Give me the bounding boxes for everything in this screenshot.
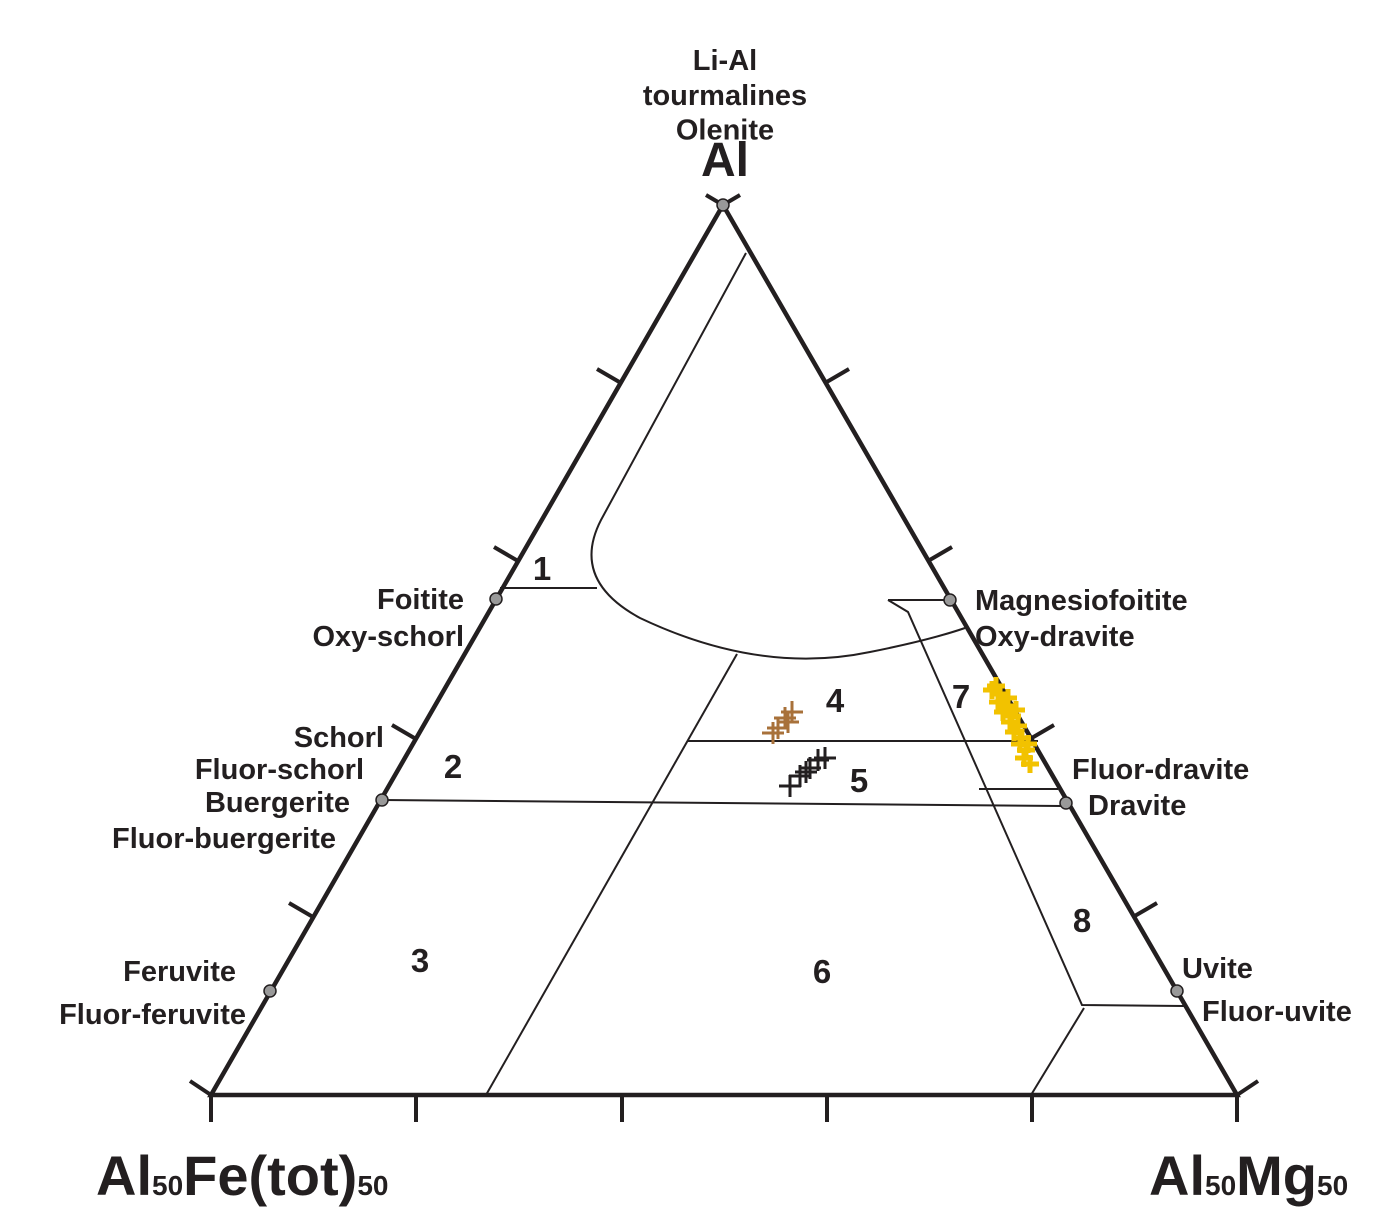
apex-left-label: Al50Fe(tot)50 (96, 1144, 388, 1207)
apex-left-main2: Fe(tot) (183, 1144, 357, 1207)
species-uvite: Uvite (1182, 953, 1253, 985)
species-feruvite: Feruvite (123, 956, 236, 988)
sample-group-black (779, 747, 836, 797)
apex-right-sub2: 50 (1317, 1170, 1348, 1201)
apex-left-sub2: 50 (357, 1170, 388, 1201)
sample-point-black-5 (795, 761, 817, 783)
species-fluor-buergerite: Fluor-buergerite (112, 823, 336, 855)
boundary-7 (887, 599, 1185, 1007)
apex-top-line-1: Li-Al (693, 45, 757, 77)
apex-right-sub1: 50 (1205, 1170, 1236, 1201)
marker-foitite (489, 592, 503, 606)
sample-point-brown-2 (781, 701, 803, 723)
field-label-2: 2 (444, 748, 462, 785)
sample-point-yellow-14 (987, 677, 1005, 695)
marker-uvite (1170, 984, 1184, 998)
sample-point-brown-3 (762, 722, 784, 744)
apex-right-main: Al (1149, 1144, 1205, 1207)
boundary-2-3 (382, 799, 1063, 807)
marker-olenite (716, 198, 730, 212)
apex-right-label: Al50Mg50 (1149, 1144, 1348, 1207)
species-dravite: Dravite (1088, 790, 1186, 822)
species-fluor-uvite: Fluor-uvite (1202, 996, 1352, 1028)
species-magnesiofoitite: Magnesiofoitite (975, 585, 1188, 617)
apex-top-line-2: tourmalines (643, 80, 807, 112)
apex-right-main2: Mg (1236, 1144, 1317, 1207)
marker-feruvite (263, 984, 277, 998)
apex-left-main: Al (96, 1144, 152, 1207)
ternary-triangle (207, 200, 1241, 1098)
sample-group-yellow (983, 677, 1039, 773)
field-label-4: 4 (826, 682, 845, 719)
sample-point-brown-4 (777, 711, 799, 733)
marker-magnesiofoitite (943, 593, 957, 607)
field-label-3: 3 (411, 942, 429, 979)
field-label-8: 8 (1073, 902, 1091, 939)
species-buergerite: Buergerite (205, 787, 350, 819)
apex-top-line-3: Olenite (676, 115, 774, 147)
field-label-7: 7 (952, 678, 970, 715)
sample-point-yellow-13 (1021, 755, 1039, 773)
boundary-3-6 (485, 653, 738, 1096)
field-boundaries (382, 252, 1185, 1096)
end-member-markers (263, 198, 1184, 998)
sample-point-yellow-17 (1019, 735, 1037, 753)
sample-point-yellow-15 (999, 689, 1017, 707)
marker-schorl (375, 793, 389, 807)
species-fluor-feruvite: Fluor-feruvite (59, 999, 246, 1031)
species-foitite: Foitite (377, 584, 464, 616)
sample-point-yellow-16 (1007, 701, 1025, 719)
species-oxy-dravite: Oxy-dravite (975, 621, 1135, 653)
axis-ticks (188, 193, 1260, 1122)
boundary-oxy-arc (590, 252, 966, 660)
species-schorl: Schorl (294, 722, 384, 754)
field-label-1: 1 (533, 550, 551, 587)
boundary-8-bottom (1030, 1007, 1085, 1096)
sample-group-brown (762, 701, 803, 744)
apex-left-sub1: 50 (152, 1170, 183, 1201)
field-label-5: 5 (850, 762, 868, 799)
species-fluor-dravite: Fluor-dravite (1072, 754, 1249, 786)
apex-top-label: Al (701, 134, 749, 187)
field-label-6: 6 (813, 953, 831, 990)
species-oxy-schorl: Oxy-schorl (313, 621, 465, 653)
species-fluor-schorl: Fluor-schorl (195, 754, 364, 786)
sample-point-black-3 (779, 775, 801, 797)
marker-dravite (1059, 796, 1073, 810)
sample-point-black-4 (814, 747, 836, 769)
